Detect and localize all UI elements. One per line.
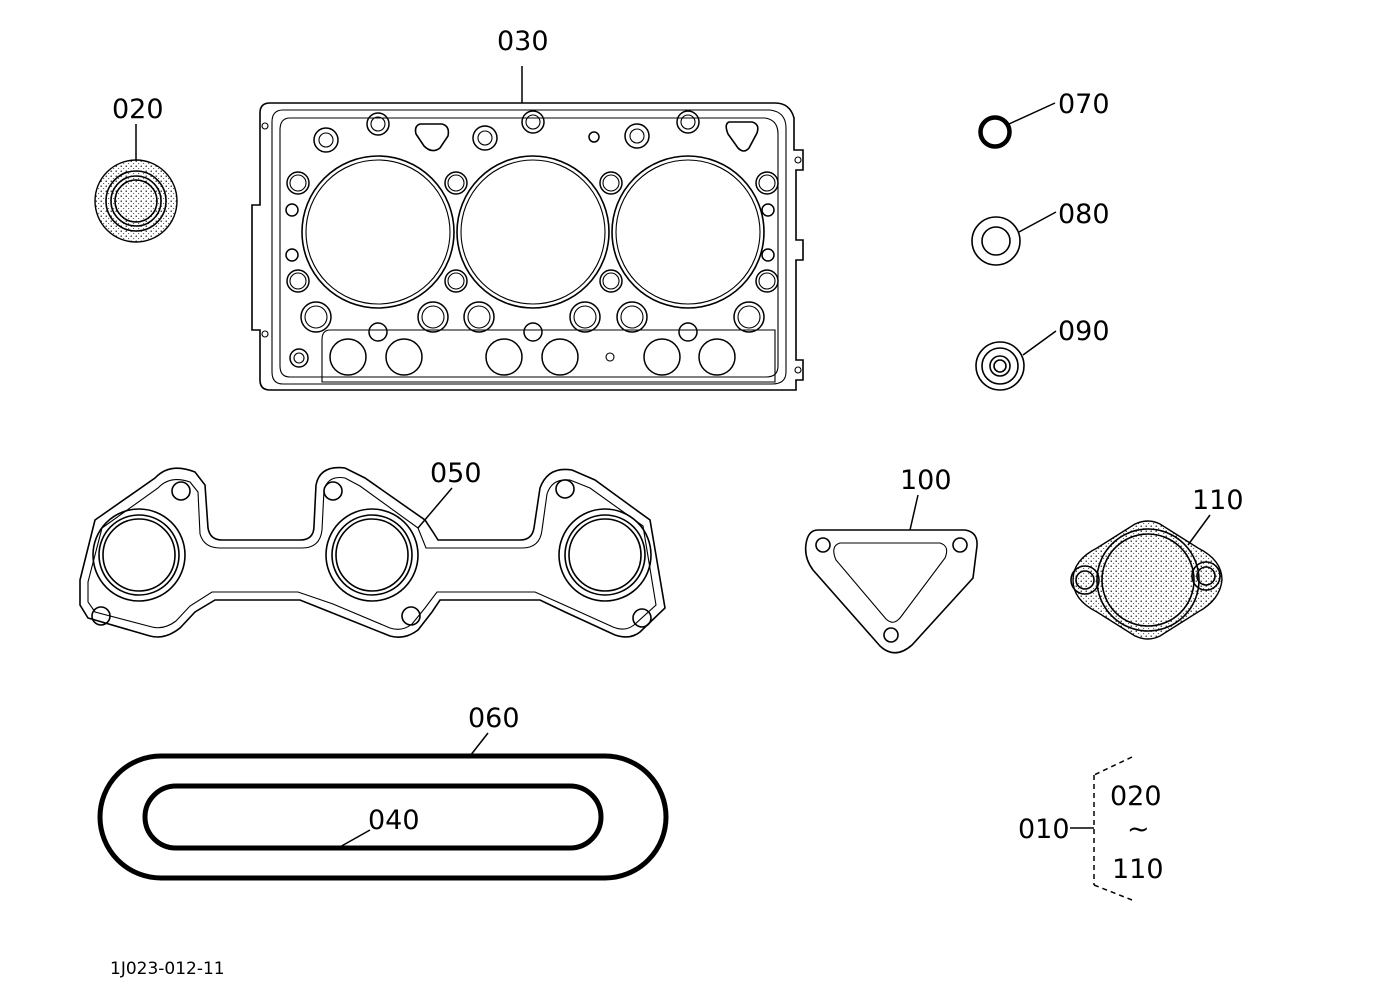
gasket-hole (329, 338, 367, 376)
label-080: 080 (1058, 199, 1110, 230)
label-040: 040 (368, 805, 420, 836)
gasket-hole (286, 269, 310, 293)
cover-gasket-060 (97, 732, 669, 881)
gasket-hole (286, 171, 310, 195)
gasket-hole (444, 171, 468, 195)
kit-range-from: 020 (1110, 781, 1162, 812)
gasket-hole (676, 110, 700, 134)
gasket-hole (366, 112, 390, 136)
gasket-hole (624, 123, 650, 149)
gasket-hole (285, 248, 299, 262)
gasket-hole (755, 269, 779, 293)
o-ring-070 (978, 102, 1056, 149)
gasket-hole (368, 322, 388, 342)
gasket-hole (485, 338, 523, 376)
gasket-hole (447, 272, 465, 290)
gasket-hole (289, 272, 307, 290)
cover-gasket-040 (142, 783, 604, 851)
gasket-hole (602, 174, 620, 192)
gasket-hole (755, 171, 779, 195)
gasket-hole (588, 131, 600, 143)
gasket-hole (643, 338, 681, 376)
gasket-hole (761, 248, 775, 262)
oil-seal-020 (94, 124, 178, 243)
kit-bracket-010 (1070, 756, 1133, 901)
gasket-hole (447, 174, 465, 192)
label-050: 050 (430, 458, 482, 489)
drawing-code: 1J023-012-11 (110, 959, 225, 979)
gasket-hole (289, 348, 309, 368)
gasket-hole (467, 305, 491, 329)
label-010: 010 (1018, 814, 1070, 845)
gasket-hole (758, 174, 776, 192)
gasket-hole (304, 305, 328, 329)
gasket-hole (569, 301, 601, 333)
gasket-hole (680, 114, 696, 130)
gasket-hole (472, 125, 498, 151)
gasket-hole (521, 110, 545, 134)
label-100: 100 (900, 465, 952, 496)
gasket-hole (599, 269, 623, 293)
gasket-hole (620, 305, 644, 329)
gasket-hole (698, 338, 736, 376)
gasket-hole (417, 301, 449, 333)
seal-090 (975, 330, 1057, 391)
gasket-hole (758, 272, 776, 290)
label-030: 030 (497, 26, 549, 57)
gasket-hole (289, 174, 307, 192)
gasket-hole (541, 338, 579, 376)
gasket-hole (370, 116, 386, 132)
gasket-hole (444, 269, 468, 293)
gasket-hole (599, 171, 623, 195)
label-020: 020 (112, 94, 164, 125)
gasket-hole (477, 130, 493, 146)
gasket-hole (678, 322, 698, 342)
label-070: 070 (1058, 89, 1110, 120)
washer-080 (971, 211, 1057, 266)
gasket-hole (733, 301, 765, 333)
gasket-hole (525, 114, 541, 130)
label-060: 060 (468, 703, 520, 734)
gasket-hole (313, 127, 339, 153)
gasket-hole (293, 352, 305, 364)
head-gasket-030 (251, 66, 804, 391)
kit-range-tilde: ~ (1127, 814, 1150, 845)
gasket-hole (421, 305, 445, 329)
kit-range-to: 110 (1112, 854, 1164, 885)
label-110: 110 (1192, 485, 1244, 516)
gasket-hole (629, 128, 645, 144)
bolt-holes (285, 110, 779, 376)
gasket-hole (602, 272, 620, 290)
flange-gasket-110 (1070, 514, 1223, 640)
gasket-hole (318, 132, 334, 148)
gasket-hole (573, 305, 597, 329)
gasket-hole (285, 203, 299, 217)
gasket-hole (385, 338, 423, 376)
triangle-gasket-100 (804, 494, 978, 654)
gasket-hole (761, 203, 775, 217)
manifold-gasket-050 (79, 466, 666, 638)
gasket-hole (523, 322, 543, 342)
gasket-hole (616, 301, 648, 333)
gasket-hole (463, 301, 495, 333)
gasket-hole (300, 301, 332, 333)
gasket-hole (737, 305, 761, 329)
label-090: 090 (1058, 316, 1110, 347)
